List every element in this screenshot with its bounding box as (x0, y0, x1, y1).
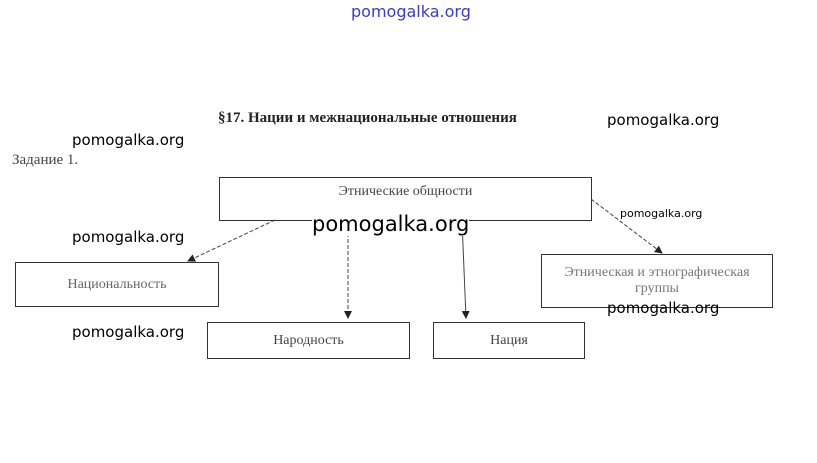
box-ethnic-group: Этническая и этнографическая группы (541, 254, 773, 308)
watermark: pomogalka.org (620, 207, 703, 220)
watermark: pomogalka.org (312, 212, 470, 236)
box-label: Национальность (67, 276, 167, 292)
task-label: Задание 1. (12, 152, 79, 168)
box-nationality: Национальность (15, 262, 219, 307)
watermark-top: pomogalka.org (351, 2, 471, 21)
arrow-ethnic-group (590, 198, 663, 254)
box-label: Этнические общности (338, 184, 473, 199)
arrow-nation (461, 220, 470, 319)
watermark: pomogalka.org (607, 299, 720, 317)
box-narodnost: Народность (207, 322, 410, 359)
watermark: pomogalka.org (607, 111, 720, 129)
box-label: Этническая и этнографическая группы (564, 265, 750, 296)
box-label: Нация (490, 332, 528, 348)
watermark: pomogalka.org (72, 323, 185, 341)
box-label: Народность (273, 332, 344, 348)
watermark: pomogalka.org (72, 228, 185, 246)
arrow-nationality (187, 219, 276, 262)
page-title: §17. Нации и межнациональные отношения (218, 110, 517, 126)
box-nation: Нация (433, 322, 585, 359)
watermark: pomogalka.org (72, 131, 185, 149)
